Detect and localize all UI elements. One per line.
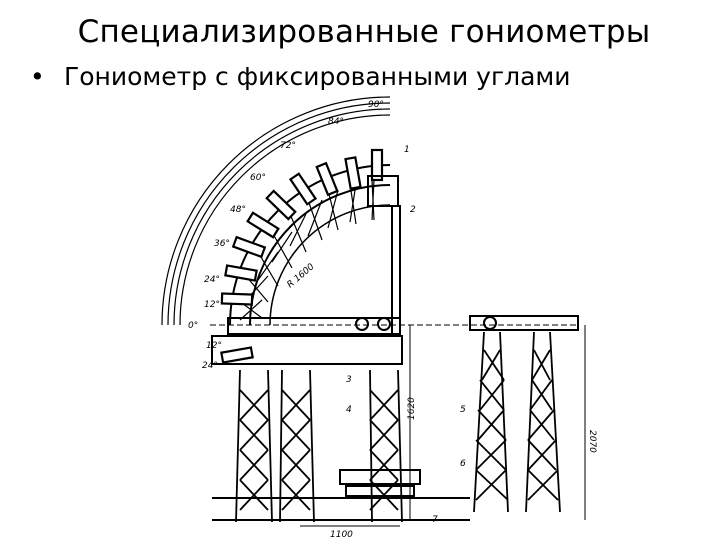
callout-label: 6 xyxy=(460,459,466,469)
callout-label: 2 xyxy=(410,205,416,215)
height-dimension: 2070 xyxy=(587,430,597,453)
callout-label: 3 xyxy=(346,375,352,385)
angle-label: 24° xyxy=(204,275,220,285)
angle-label: 0° xyxy=(188,321,198,331)
angle-label: 48° xyxy=(230,205,246,215)
angle-label: 24° xyxy=(202,361,218,371)
width-dimension: 1100 xyxy=(330,530,353,540)
angle-label: 72° xyxy=(280,141,296,151)
bullet-text: Гониометр с фиксированными углами xyxy=(64,62,571,91)
slide-title: Специализированные гониометры xyxy=(77,14,651,50)
radius-label: R 1600 xyxy=(286,262,317,290)
callout-label: 1 xyxy=(404,145,410,155)
angle-label: 60° xyxy=(250,173,266,183)
callout-label: 5 xyxy=(460,405,466,415)
callout-label: 7 xyxy=(432,515,438,525)
bullet-point-icon: • xyxy=(30,62,45,91)
height-dimension: 1620 xyxy=(407,397,417,420)
callout-label: 4 xyxy=(346,405,352,415)
angle-label: 84° xyxy=(328,117,344,127)
angle-label: 90° xyxy=(368,100,384,110)
angle-label: 12° xyxy=(206,341,222,351)
angle-label: 12° xyxy=(204,300,220,310)
bullet-item: • Гониометр с фиксированными углами xyxy=(30,62,571,91)
angle-label: 36° xyxy=(214,239,230,249)
